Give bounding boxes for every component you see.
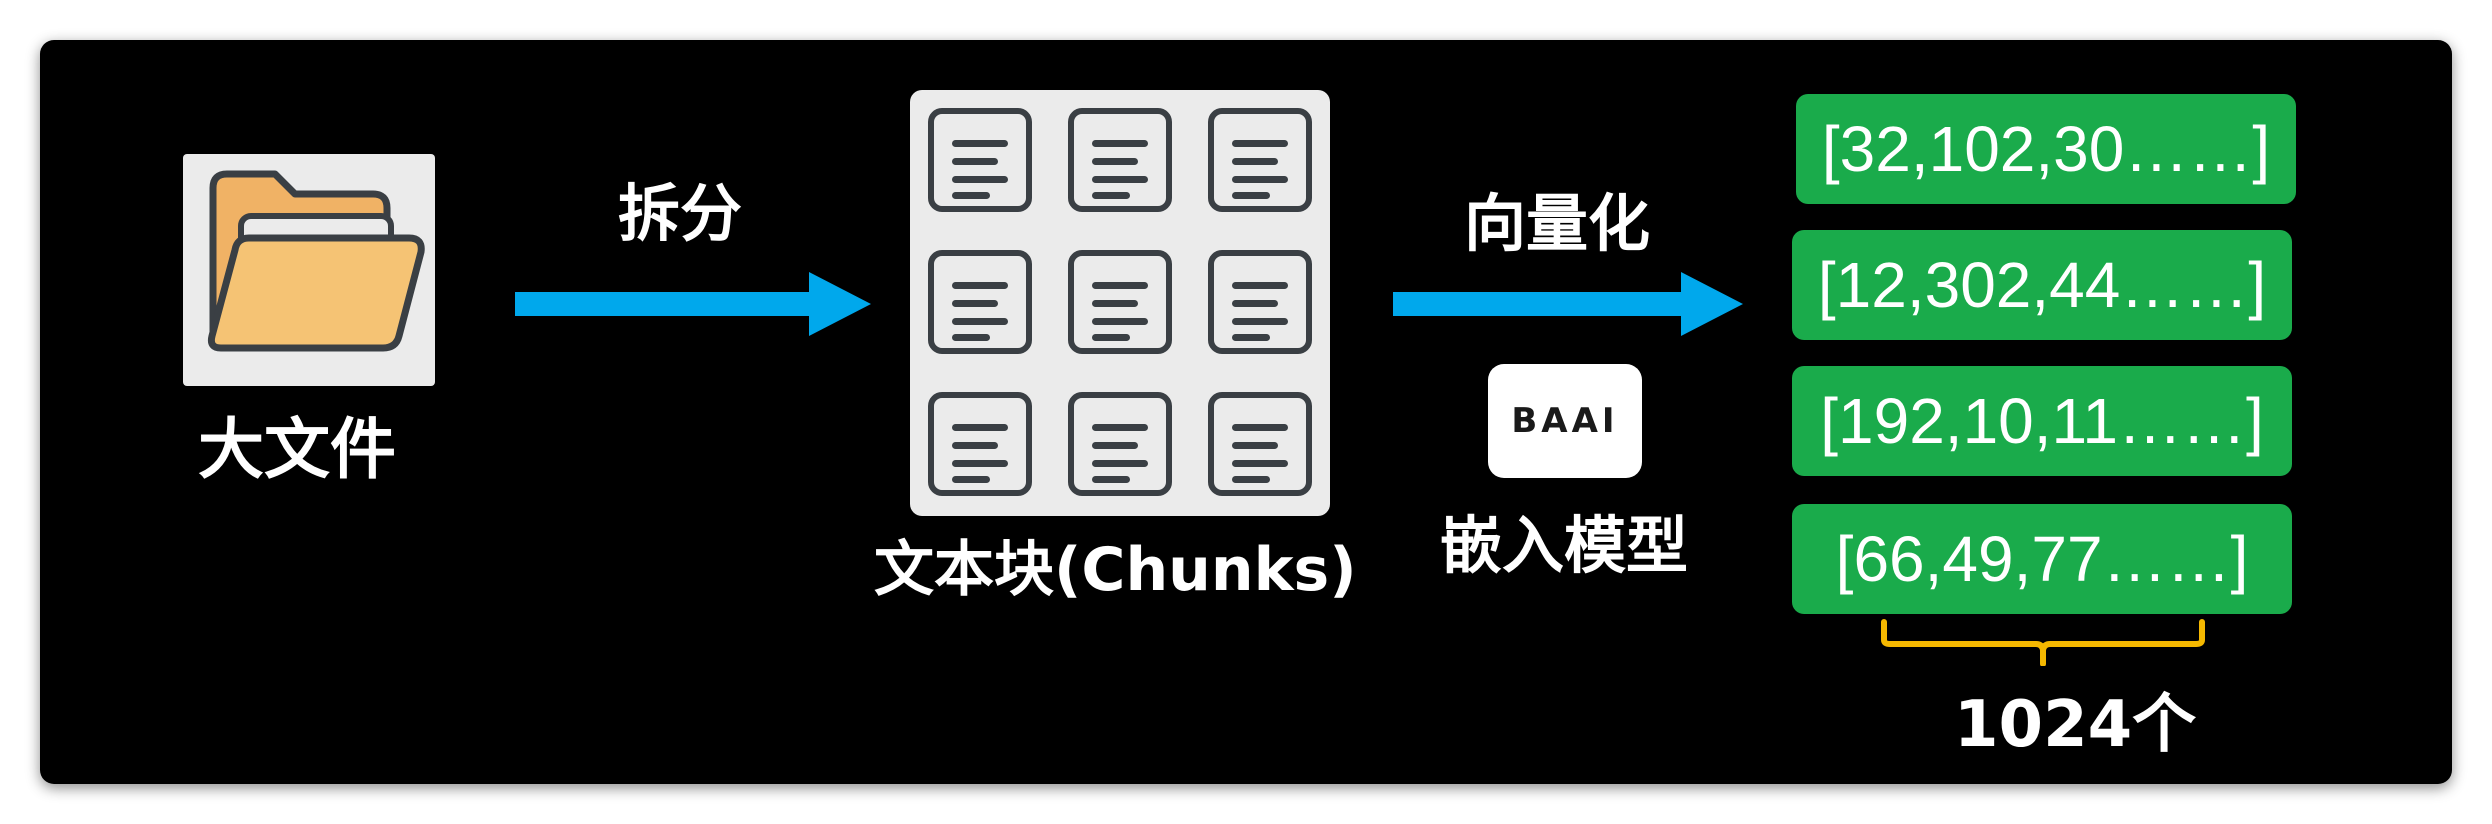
vectorize-arrow	[1393, 272, 1743, 336]
chunk-doc-icon	[1068, 392, 1172, 496]
vector-box: [192,10,11……]	[1792, 366, 2292, 476]
vectorize-label: 向量化	[1464, 187, 1651, 260]
vector-box: [32,102,30……]	[1796, 94, 2296, 204]
split-label: 拆分	[618, 177, 743, 250]
model-label: 嵌入模型	[1440, 509, 1689, 582]
baai-logo-text: BAAI	[1511, 401, 1619, 441]
vector-box: [66,49,77……]	[1792, 504, 2292, 614]
chunk-doc-icon	[1208, 392, 1312, 496]
folder-icon-tile	[183, 154, 435, 386]
dimension-label: 1024个	[1954, 688, 2197, 762]
chunk-doc-icon	[1208, 108, 1312, 212]
chunk-doc-icon	[1208, 250, 1312, 354]
source-label: 大文件	[198, 411, 396, 488]
dimension-brace	[1881, 619, 2205, 666]
folder-icon	[207, 170, 425, 352]
baai-logo: BAAI	[1488, 364, 1642, 478]
chunk-doc-icon	[928, 250, 1032, 354]
vector-box: [12,302,44……]	[1792, 230, 2292, 340]
chunks-grid	[910, 90, 1330, 516]
chunk-doc-icon	[1068, 250, 1172, 354]
chunk-doc-icon	[928, 108, 1032, 212]
chunk-doc-icon	[1068, 108, 1172, 212]
chunk-doc-icon	[928, 392, 1032, 496]
split-arrow	[515, 272, 871, 336]
chunks-label: 文本块(Chunks)	[874, 535, 1357, 605]
